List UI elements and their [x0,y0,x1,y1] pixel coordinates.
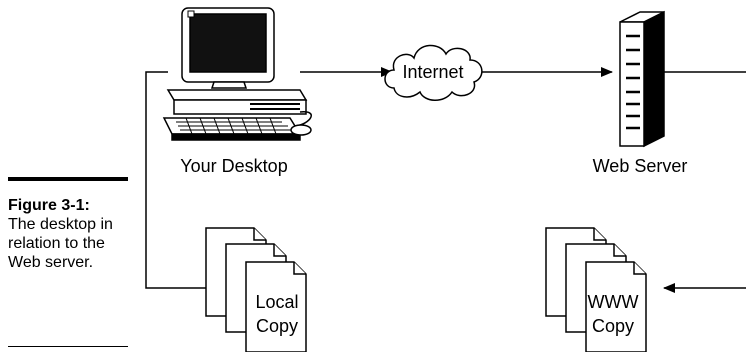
internet-label: Internet [402,62,463,82]
local-copy-label-line1: Local [255,292,298,312]
caption-top-rule [8,177,128,181]
figure-number: Figure 3-1: [8,197,90,214]
figure-caption-text: The desktop in relation to the Web serve… [8,216,113,271]
figure-caption: Figure 3-1: The desktop in relation to t… [8,196,133,272]
internet-cloud-icon [384,44,483,101]
web-server-label: Web Server [593,156,688,176]
caption-bottom-rule [8,346,128,347]
web-server-icon [619,10,665,148]
www-copy-label-line1: WWW [588,292,639,312]
local-copy-label-line2: Copy [256,316,298,336]
local-copy-documents-icon [205,227,307,352]
www-copy-documents-icon [545,227,647,352]
connectors [145,67,746,293]
www-copy-label-line2: Copy [592,316,634,336]
desktop-label: Your Desktop [180,156,287,176]
desktop-to-local-arrow [145,71,245,293]
desktop-computer-icon [162,7,312,141]
